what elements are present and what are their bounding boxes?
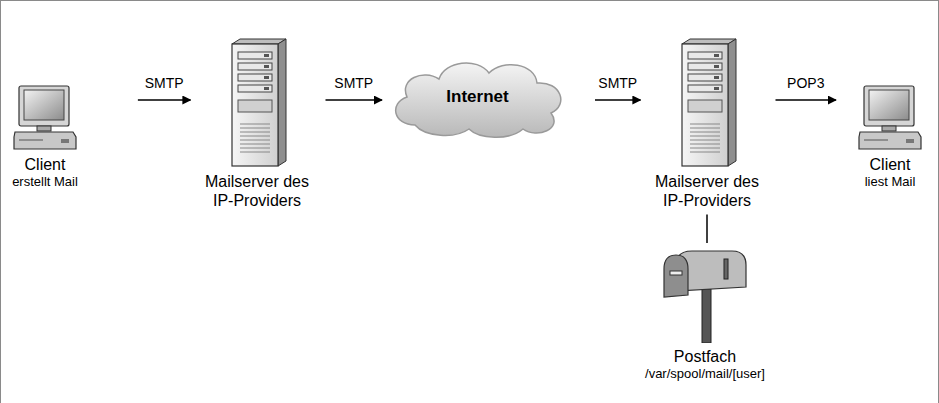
monitor-screen — [869, 90, 909, 120]
bay-button — [264, 87, 269, 90]
protocol-label: SMTP — [142, 75, 187, 92]
mailbox-node: Postfach/var/spool/mail/[user] — [645, 245, 765, 382]
cloud-shape — [396, 63, 561, 137]
drive-slot — [19, 140, 43, 141]
panel — [688, 100, 722, 112]
pc-icon — [858, 85, 922, 151]
server-node: Mailserver des IP-Providers — [195, 38, 320, 210]
drive-bay — [238, 52, 272, 59]
server-node: Mailserver des IP-Providers — [645, 38, 770, 210]
node-subtitle: erstellt Mail — [12, 174, 78, 190]
drive-bay — [238, 85, 272, 92]
desktop-case — [14, 132, 76, 149]
bay-button — [714, 87, 719, 90]
vent-line — [690, 140, 720, 141]
vent-line — [240, 140, 270, 141]
vent-line — [690, 136, 720, 137]
drive-bay — [688, 52, 722, 59]
node-subtitle: /var/spool/mail/[user] — [645, 366, 765, 382]
vent-line — [240, 124, 270, 125]
node-title: Postfach — [645, 347, 765, 366]
protocol-label: SMTP — [595, 75, 640, 92]
connector — [595, 99, 641, 101]
protocol-label: POP3 — [784, 75, 827, 92]
pc-node: Clientliest Mail — [858, 85, 922, 190]
monitor-screen — [24, 90, 64, 120]
drive-bay — [688, 74, 722, 81]
bay-button — [714, 65, 719, 68]
monitor-case — [864, 86, 914, 126]
drive-bay — [238, 63, 272, 70]
mailbox-slot — [670, 271, 682, 275]
desktop-case — [859, 132, 921, 149]
server-front — [232, 44, 278, 166]
server-top — [232, 39, 286, 44]
vent-line — [240, 144, 270, 145]
drive-bay — [238, 74, 272, 81]
cloud-node: Internet — [385, 55, 570, 140]
vent-line — [240, 148, 270, 149]
drive-bay — [688, 63, 722, 70]
vent-line — [690, 148, 720, 149]
pc-icon — [13, 85, 77, 151]
bay-button — [264, 65, 269, 68]
mailbox-flag — [724, 259, 728, 279]
bay-button — [714, 76, 719, 79]
monitor-stand — [37, 126, 51, 131]
connector — [706, 214, 708, 243]
power-led — [906, 139, 914, 143]
protocol-label: SMTP — [331, 75, 376, 92]
monitor-stand — [882, 126, 896, 131]
node-title: Client — [858, 155, 922, 174]
vent-line — [690, 128, 720, 129]
bay-button — [264, 54, 269, 57]
vent-line — [240, 152, 270, 153]
vent-line — [690, 124, 720, 125]
node-title: Mailserver des IP-Providers — [645, 172, 770, 210]
monitor-case — [19, 86, 69, 126]
drive-bay — [688, 85, 722, 92]
bay-button — [264, 76, 269, 79]
vent-line — [240, 132, 270, 133]
server-icon — [226, 38, 288, 168]
server-top — [682, 39, 736, 44]
mailbox-post — [702, 289, 711, 343]
vent-line — [690, 144, 720, 145]
server-side — [728, 39, 736, 166]
server-front — [682, 44, 728, 166]
connector — [326, 99, 383, 101]
vent-line — [690, 132, 720, 133]
vent-line — [240, 136, 270, 137]
mailbox-icon — [660, 245, 750, 343]
drive-slot — [864, 140, 888, 141]
node-title: Internet — [446, 87, 508, 107]
connector — [138, 99, 191, 101]
vent-line — [240, 128, 270, 129]
node-subtitle: liest Mail — [858, 174, 922, 190]
connector — [776, 99, 837, 101]
vent-line — [690, 152, 720, 153]
pc-node: Clienterstellt Mail — [12, 85, 78, 190]
node-title: Client — [12, 155, 78, 174]
bay-button — [714, 54, 719, 57]
server-icon — [676, 38, 738, 168]
server-side — [278, 39, 286, 166]
power-led — [61, 139, 69, 143]
panel — [238, 100, 272, 112]
node-title: Mailserver des IP-Providers — [195, 172, 320, 210]
mailbox-door — [664, 255, 688, 297]
